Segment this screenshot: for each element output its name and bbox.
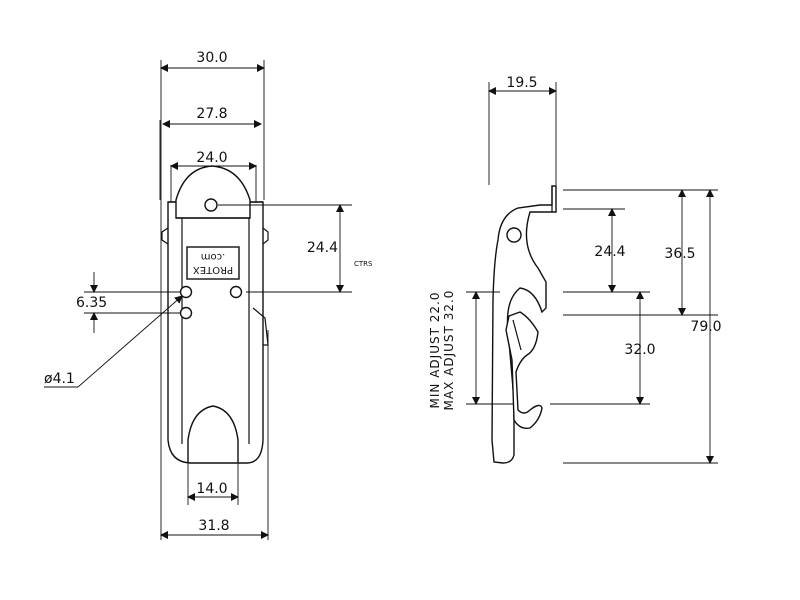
dim-label-24-0: 24.0 [196, 150, 227, 166]
side-view: 19.5 24.4 36.5 79.0 32.0 MIN ADJUST 22.0 [428, 75, 722, 464]
dim-label-max-adjust: MAX ADJUST 32.0 [442, 290, 456, 411]
dim-label-31-8: 31.8 [198, 518, 229, 534]
pivot-hole [204, 198, 218, 212]
mount-hole-left [179, 285, 193, 299]
side-pivot-hole [506, 227, 522, 243]
dim-label-36-5: 36.5 [664, 246, 695, 262]
dim-label-30: 30.0 [196, 50, 227, 66]
dim-label-24-4-front: 24.4 [307, 240, 338, 256]
mount-hole-lower [179, 306, 193, 320]
leader-hole-dia [77, 295, 183, 388]
logo-box [186, 246, 240, 280]
dim-label-27-8: 27.8 [196, 106, 227, 122]
dim-label-24-4-side: 24.4 [594, 244, 625, 260]
mount-hole-right [229, 285, 243, 299]
logo-text: PROTEX [193, 264, 233, 275]
logo-text-sub: .com [201, 251, 226, 262]
front-view: 30.0 27.8 24.0 PROTEX .com [44, 50, 373, 540]
dim-label-32-side: 32.0 [624, 342, 655, 358]
dim-note-ctrs: CTRS [354, 260, 373, 268]
spring-clip [505, 311, 543, 430]
dim-label-min-adjust: MIN ADJUST 22.0 [428, 292, 442, 409]
finger-slot [187, 405, 239, 462]
dim-label-79: 79.0 [690, 319, 721, 335]
dim-label-14: 14.0 [196, 481, 227, 497]
dim-label-6-35: 6.35 [76, 295, 107, 311]
dim-label-hole-dia: ø4.1 [44, 371, 75, 387]
dim-label-19-5: 19.5 [506, 75, 537, 91]
